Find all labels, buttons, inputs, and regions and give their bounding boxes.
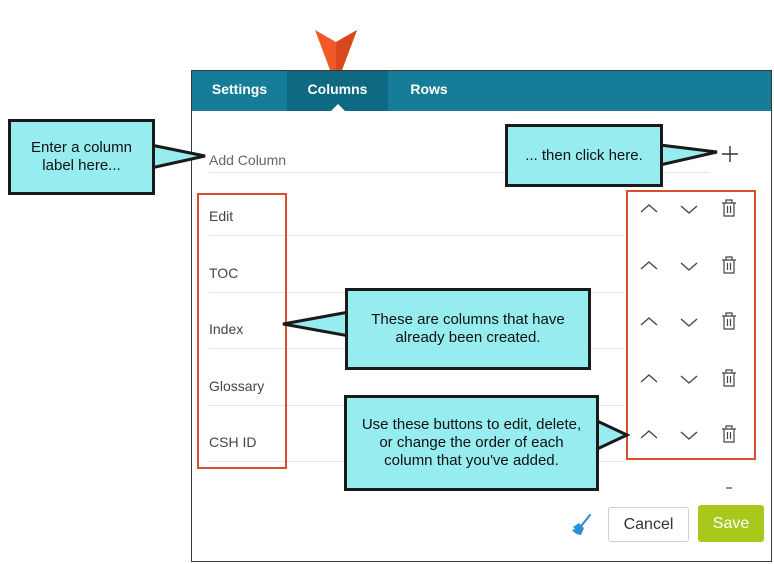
column-label: Glossary [209, 378, 265, 394]
trash-icon[interactable] [718, 197, 740, 219]
callout-text-line: label here... [42, 157, 121, 174]
save-button[interactable]: Save [698, 505, 764, 542]
broom-icon[interactable] [569, 512, 595, 538]
callout-text: ... then click here. [525, 146, 643, 164]
column-label: CSH ID [209, 434, 257, 450]
column-label: Edit [209, 208, 234, 224]
chevron-down-icon[interactable] [678, 311, 700, 333]
column-label: TOC [209, 265, 239, 281]
callout-text-line: These are columns that have [371, 311, 565, 328]
chevron-up-icon[interactable] [638, 198, 660, 220]
trash-icon[interactable] [718, 367, 740, 389]
minus-icon[interactable] [718, 474, 740, 496]
chevron-up-icon[interactable] [638, 368, 660, 390]
chevron-up-icon[interactable] [638, 424, 660, 446]
chevron-down-icon[interactable] [678, 368, 700, 390]
tab-settings[interactable]: Settings [211, 81, 268, 97]
column-label: Index [209, 321, 244, 337]
cancel-button[interactable]: Cancel [608, 507, 689, 542]
callout-text-line: Enter a column [31, 139, 132, 156]
callout-already-created: These are columns that have already been… [345, 288, 591, 370]
chevron-up-icon[interactable] [638, 311, 660, 333]
trash-icon[interactable] [718, 254, 740, 276]
list-item: Edit [209, 205, 624, 236]
tab-rows[interactable]: Rows [410, 81, 448, 97]
callout-click-here: ... then click here. [505, 124, 663, 187]
trash-icon[interactable] [718, 310, 740, 332]
buttons-highlight-frame [626, 190, 756, 460]
callout-text-line: column that you've added. [384, 452, 559, 469]
tab-bar: Settings Columns Rows [192, 71, 771, 111]
callout-enter-label: Enter a column label here... [8, 119, 155, 195]
callout-text-line: already been created. [395, 329, 541, 346]
plus-icon[interactable] [719, 143, 741, 165]
callout-text-line: Use these buttons to edit, delete, [361, 416, 582, 433]
chevron-down-icon[interactable] [678, 198, 700, 220]
callout-text-line: or change the order of each [379, 434, 564, 451]
trash-icon[interactable] [718, 423, 740, 445]
callout-use-buttons: Use these buttons to edit, delete, or ch… [344, 395, 599, 491]
chevron-down-icon[interactable] [678, 255, 700, 277]
columns-highlight-frame [197, 193, 287, 469]
tab-columns[interactable]: Columns [287, 71, 388, 111]
chevron-up-icon[interactable] [638, 255, 660, 277]
chevron-down-icon[interactable] [678, 424, 700, 446]
